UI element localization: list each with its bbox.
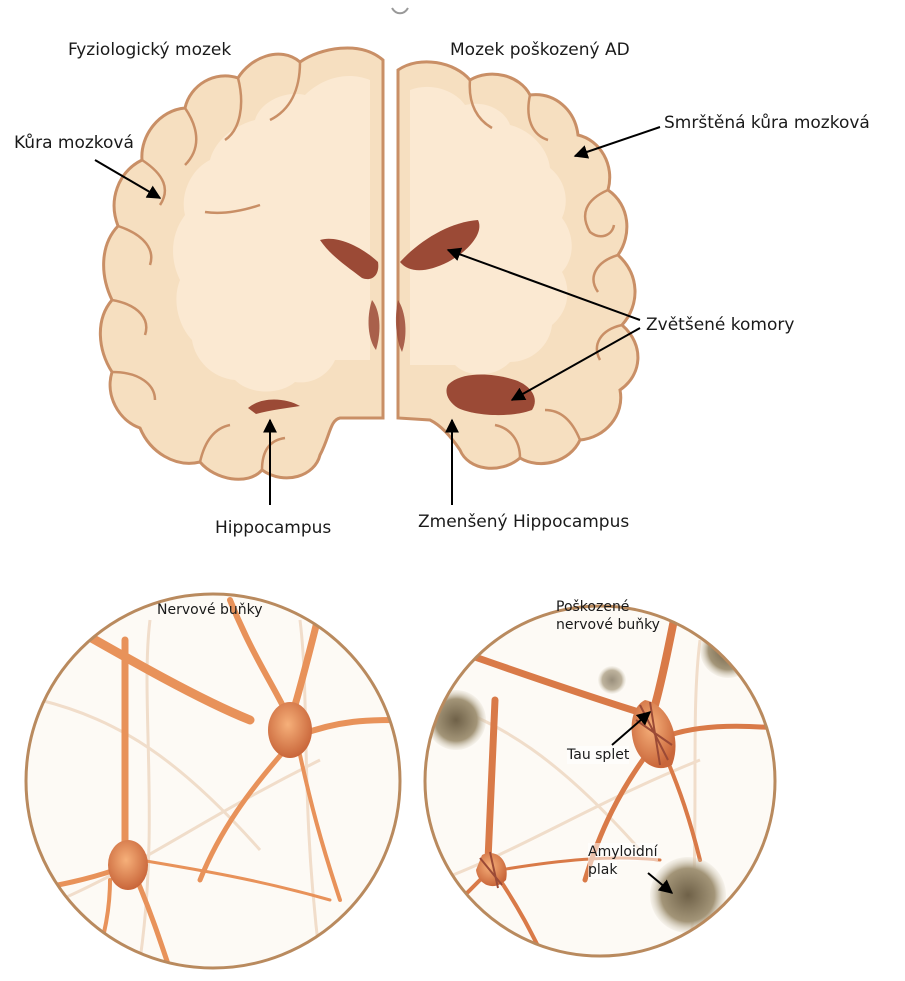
damaged-cells-title-line1: Poškozené — [556, 598, 629, 616]
healthy-cells-title: Nervové buňky — [157, 601, 263, 619]
plaque-bottom — [650, 857, 726, 933]
amyloid-label-line2: plak — [588, 861, 617, 879]
damaged-cells-panel — [425, 590, 775, 960]
shrunken-hippocampus-label: Zmenšený Hippocampus — [418, 512, 629, 532]
healthy-brain-title: Fyziologický mozek — [68, 40, 231, 60]
ad-brain-title: Mozek poškozený AD — [450, 40, 630, 60]
healthy-brain-half — [100, 48, 383, 479]
plaque-small — [598, 666, 626, 694]
hippocampus-label: Hippocampus — [215, 518, 331, 538]
enlarged-ventricles-label: Zvětšené komory — [646, 315, 794, 335]
amyloid-label-line1: Amyloidní — [588, 843, 658, 861]
healthy-cells-panel — [26, 594, 400, 980]
cortex-label: Kůra mozková — [14, 133, 134, 153]
plaque-top-right — [700, 622, 756, 678]
damaged-cells-title-line2: nervové buňky — [556, 616, 660, 634]
ad-brain-half — [396, 62, 638, 468]
tau-label: Tau splet — [567, 746, 629, 764]
top-knob — [392, 8, 408, 13]
shrunken-cortex-label: Smrštěná kůra mozková — [664, 113, 870, 133]
